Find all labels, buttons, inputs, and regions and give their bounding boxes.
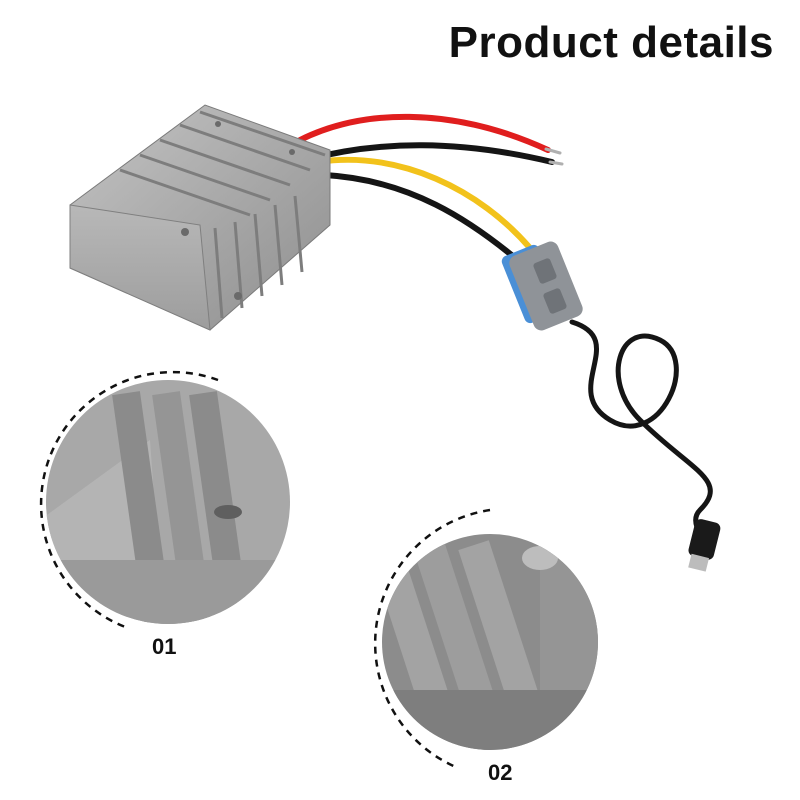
yellow-wire (315, 156, 533, 251)
detail-closeup-01 (39, 370, 290, 630)
detail-label-01: 01 (152, 634, 177, 659)
dc-barrel-plug (688, 519, 721, 572)
red-wire (297, 113, 551, 153)
detail-closeup-02 (373, 508, 598, 770)
dashed-arc-02 (373, 508, 491, 770)
page-title: Product details (448, 18, 774, 67)
wire-bundle (297, 113, 713, 543)
detail-label-02: 02 (488, 760, 513, 785)
wire-tips (544, 147, 564, 166)
dc-cable (569, 319, 713, 543)
converter-housing (69, 104, 331, 331)
dashed-arc-01 (39, 370, 219, 630)
black-wire-top (302, 142, 555, 165)
black-wire-bottom (322, 172, 523, 265)
wire-connector (501, 241, 583, 331)
